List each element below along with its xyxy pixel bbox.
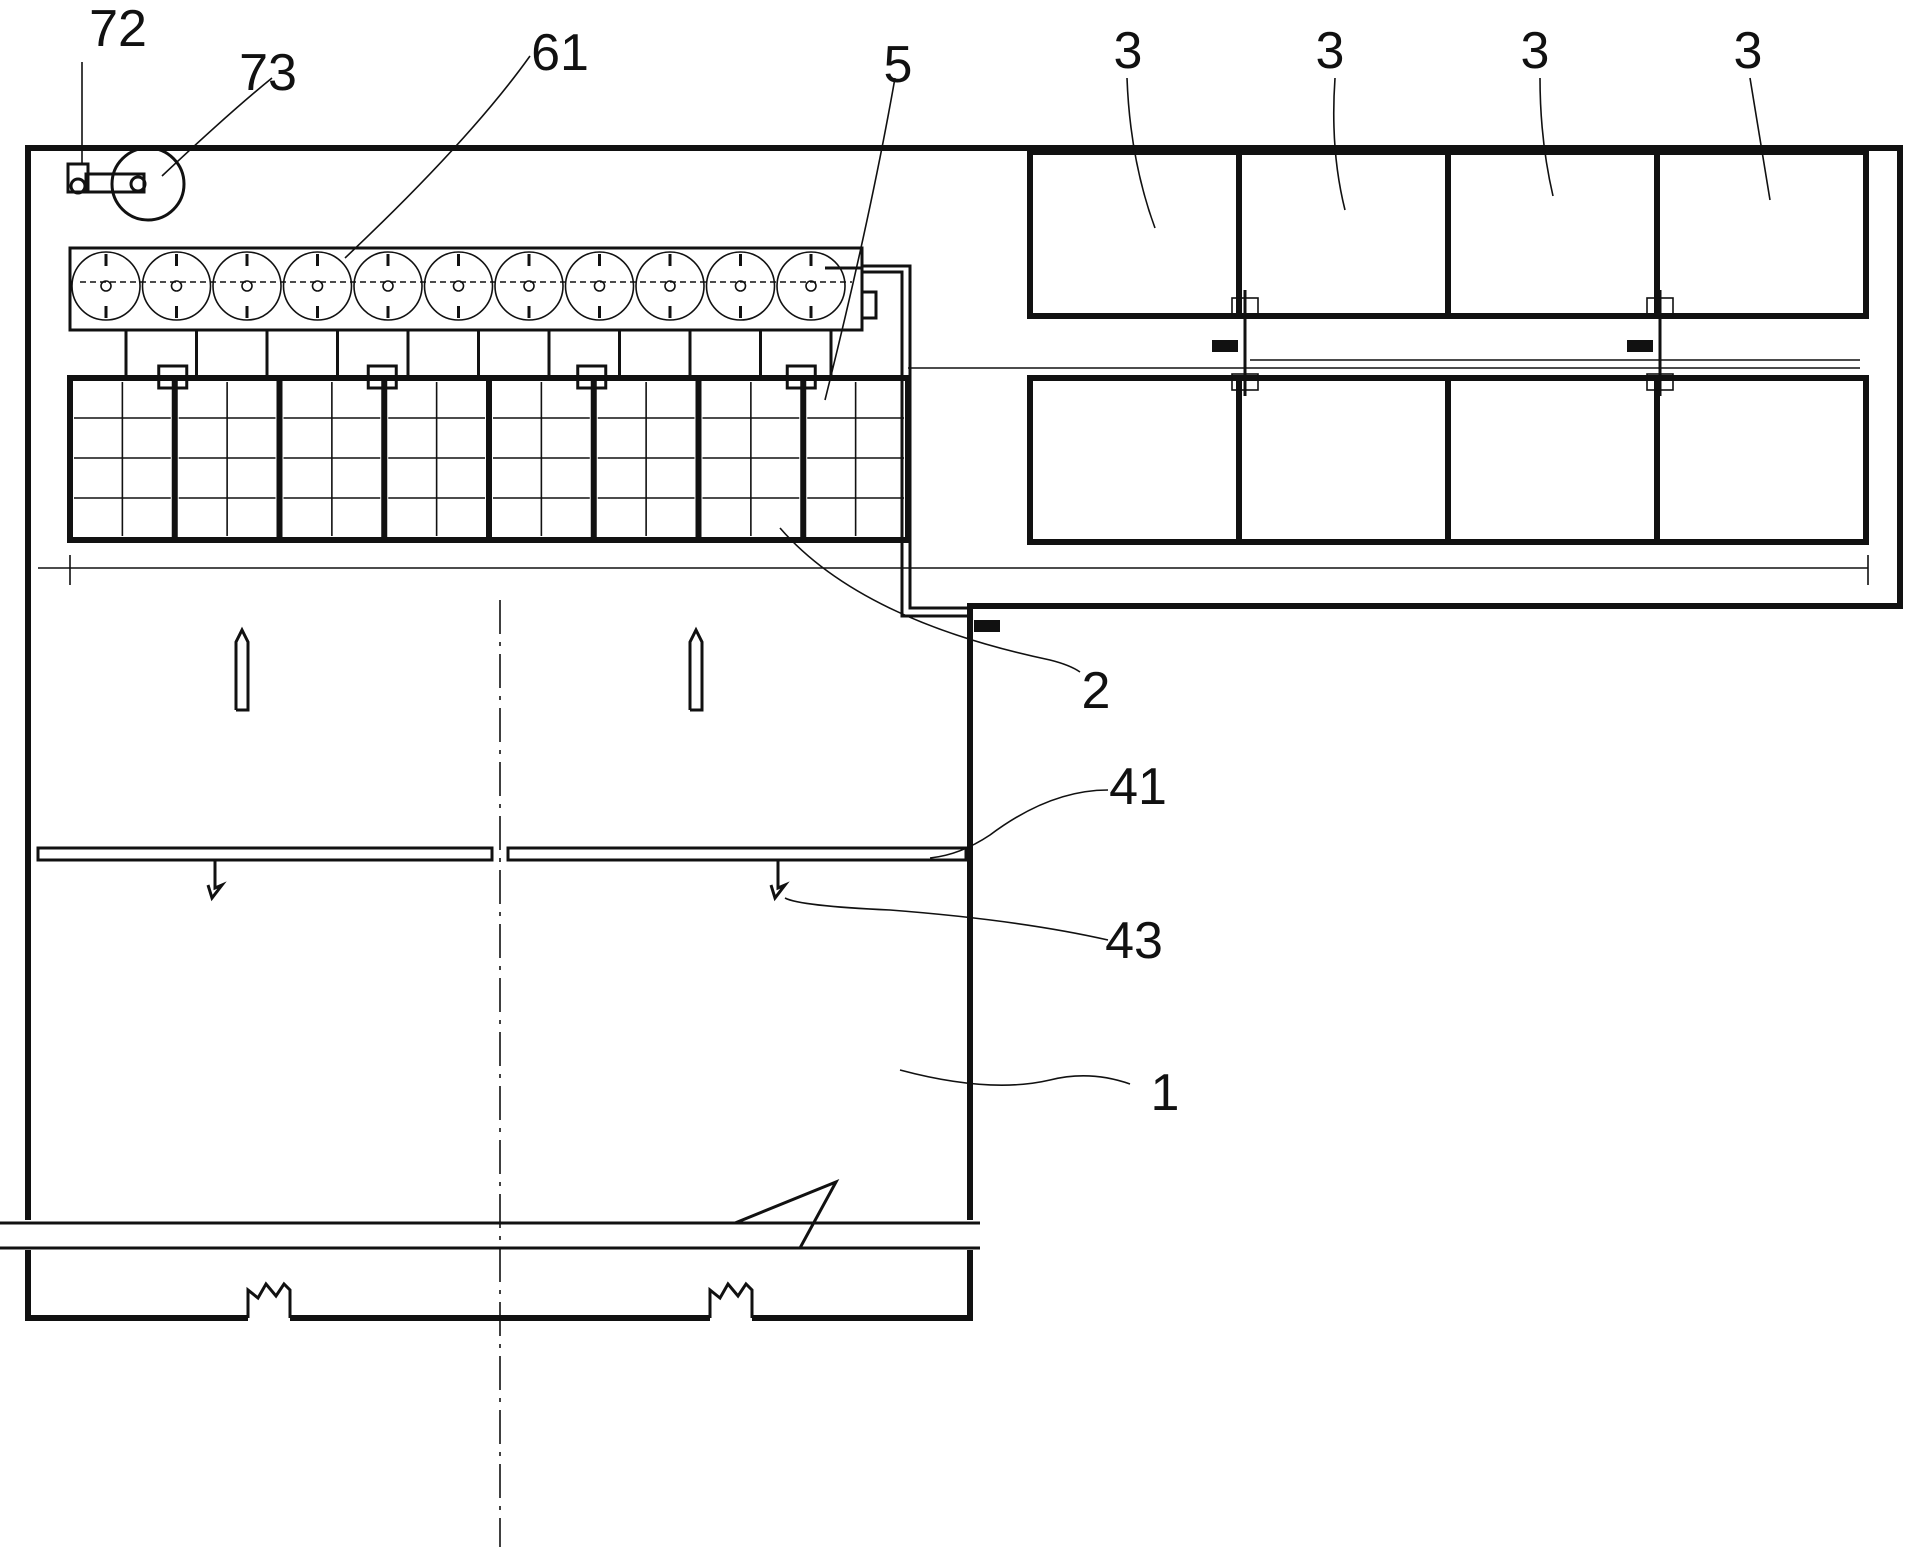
dimension-line xyxy=(38,555,1869,585)
label-61: 61 xyxy=(531,24,589,82)
storage-bins xyxy=(1027,149,1869,545)
fan-unit xyxy=(635,251,705,321)
filter-modules xyxy=(67,364,911,543)
fan-hub xyxy=(734,280,747,292)
break-line xyxy=(0,1179,980,1250)
fan-unit xyxy=(141,251,212,321)
fan-array xyxy=(68,246,864,378)
fan-unit xyxy=(353,251,423,321)
label-3-d: 3 xyxy=(1734,22,1763,80)
valves xyxy=(1212,290,1674,396)
leader-lines xyxy=(81,55,1771,1086)
supply-pipe xyxy=(908,359,1860,369)
fan-unit xyxy=(212,251,282,321)
fan-hub xyxy=(664,280,676,292)
fan-hub xyxy=(805,280,817,292)
fan-hub xyxy=(593,280,606,292)
fan-hub xyxy=(100,280,112,292)
label-5: 5 xyxy=(884,36,913,94)
fan-hub xyxy=(311,280,324,292)
label-1: 1 xyxy=(1151,1064,1180,1122)
label-73: 73 xyxy=(239,44,297,102)
motor-and-cyclone xyxy=(66,146,186,222)
baffle xyxy=(36,846,968,862)
label-41: 41 xyxy=(1109,758,1167,816)
label-3-c: 3 xyxy=(1521,22,1550,80)
building-outline xyxy=(25,145,1903,1321)
fan-unit xyxy=(282,251,353,321)
label-43: 43 xyxy=(1105,912,1163,970)
fan-unit xyxy=(494,251,564,321)
fan-unit xyxy=(71,251,141,321)
fan-unit xyxy=(564,251,635,321)
air-duct xyxy=(825,264,1000,632)
callout-labels: 72 73 61 5 3 3 3 3 2 41 43 1 xyxy=(89,0,1762,1122)
fan-hub xyxy=(170,280,183,292)
fan-hub xyxy=(452,280,465,292)
fan-hub xyxy=(523,280,535,292)
fan-unit xyxy=(423,251,494,321)
fan-hub xyxy=(241,280,253,292)
label-3-b: 3 xyxy=(1316,22,1345,80)
baffle-hooks xyxy=(206,860,790,902)
label-3-a: 3 xyxy=(1114,22,1143,80)
label-2: 2 xyxy=(1082,662,1111,720)
fan-hub xyxy=(382,280,394,292)
fan-unit xyxy=(705,251,776,321)
upflow-arrows xyxy=(234,626,704,712)
fan-unit xyxy=(776,251,846,321)
label-72: 72 xyxy=(89,0,147,58)
